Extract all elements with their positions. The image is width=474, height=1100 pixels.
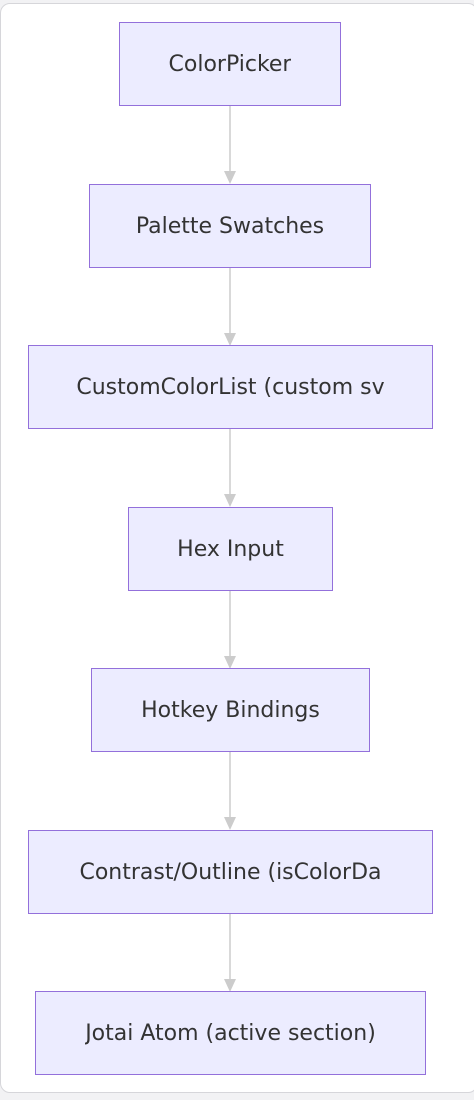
arrowhead: [224, 171, 236, 184]
node-label: Hex Input: [177, 536, 284, 562]
node-label: Palette Swatches: [135, 213, 325, 239]
node-colorpicker: ColorPicker: [119, 22, 341, 106]
node-hex-input: Hex Input: [128, 507, 333, 591]
node-label: Contrast/Outline (isColorDa: [79, 859, 382, 885]
node-contrast-outline: Contrast/Outline (isColorDa: [28, 830, 433, 914]
arrowhead: [224, 817, 236, 830]
node-hotkey-bindings: Hotkey Bindings: [91, 668, 370, 752]
node-custom-color-list: CustomColorList (custom sv: [28, 345, 433, 429]
node-label: Hotkey Bindings: [141, 697, 320, 723]
arrowhead: [224, 494, 236, 507]
node-label: CustomColorList (custom sv: [76, 374, 385, 400]
node-palette-swatches: Palette Swatches: [89, 184, 371, 268]
node-label: ColorPicker: [168, 51, 292, 77]
node-label: Jotai Atom (active section): [85, 1020, 376, 1046]
node-jotai-atom: Jotai Atom (active section): [35, 991, 426, 1075]
